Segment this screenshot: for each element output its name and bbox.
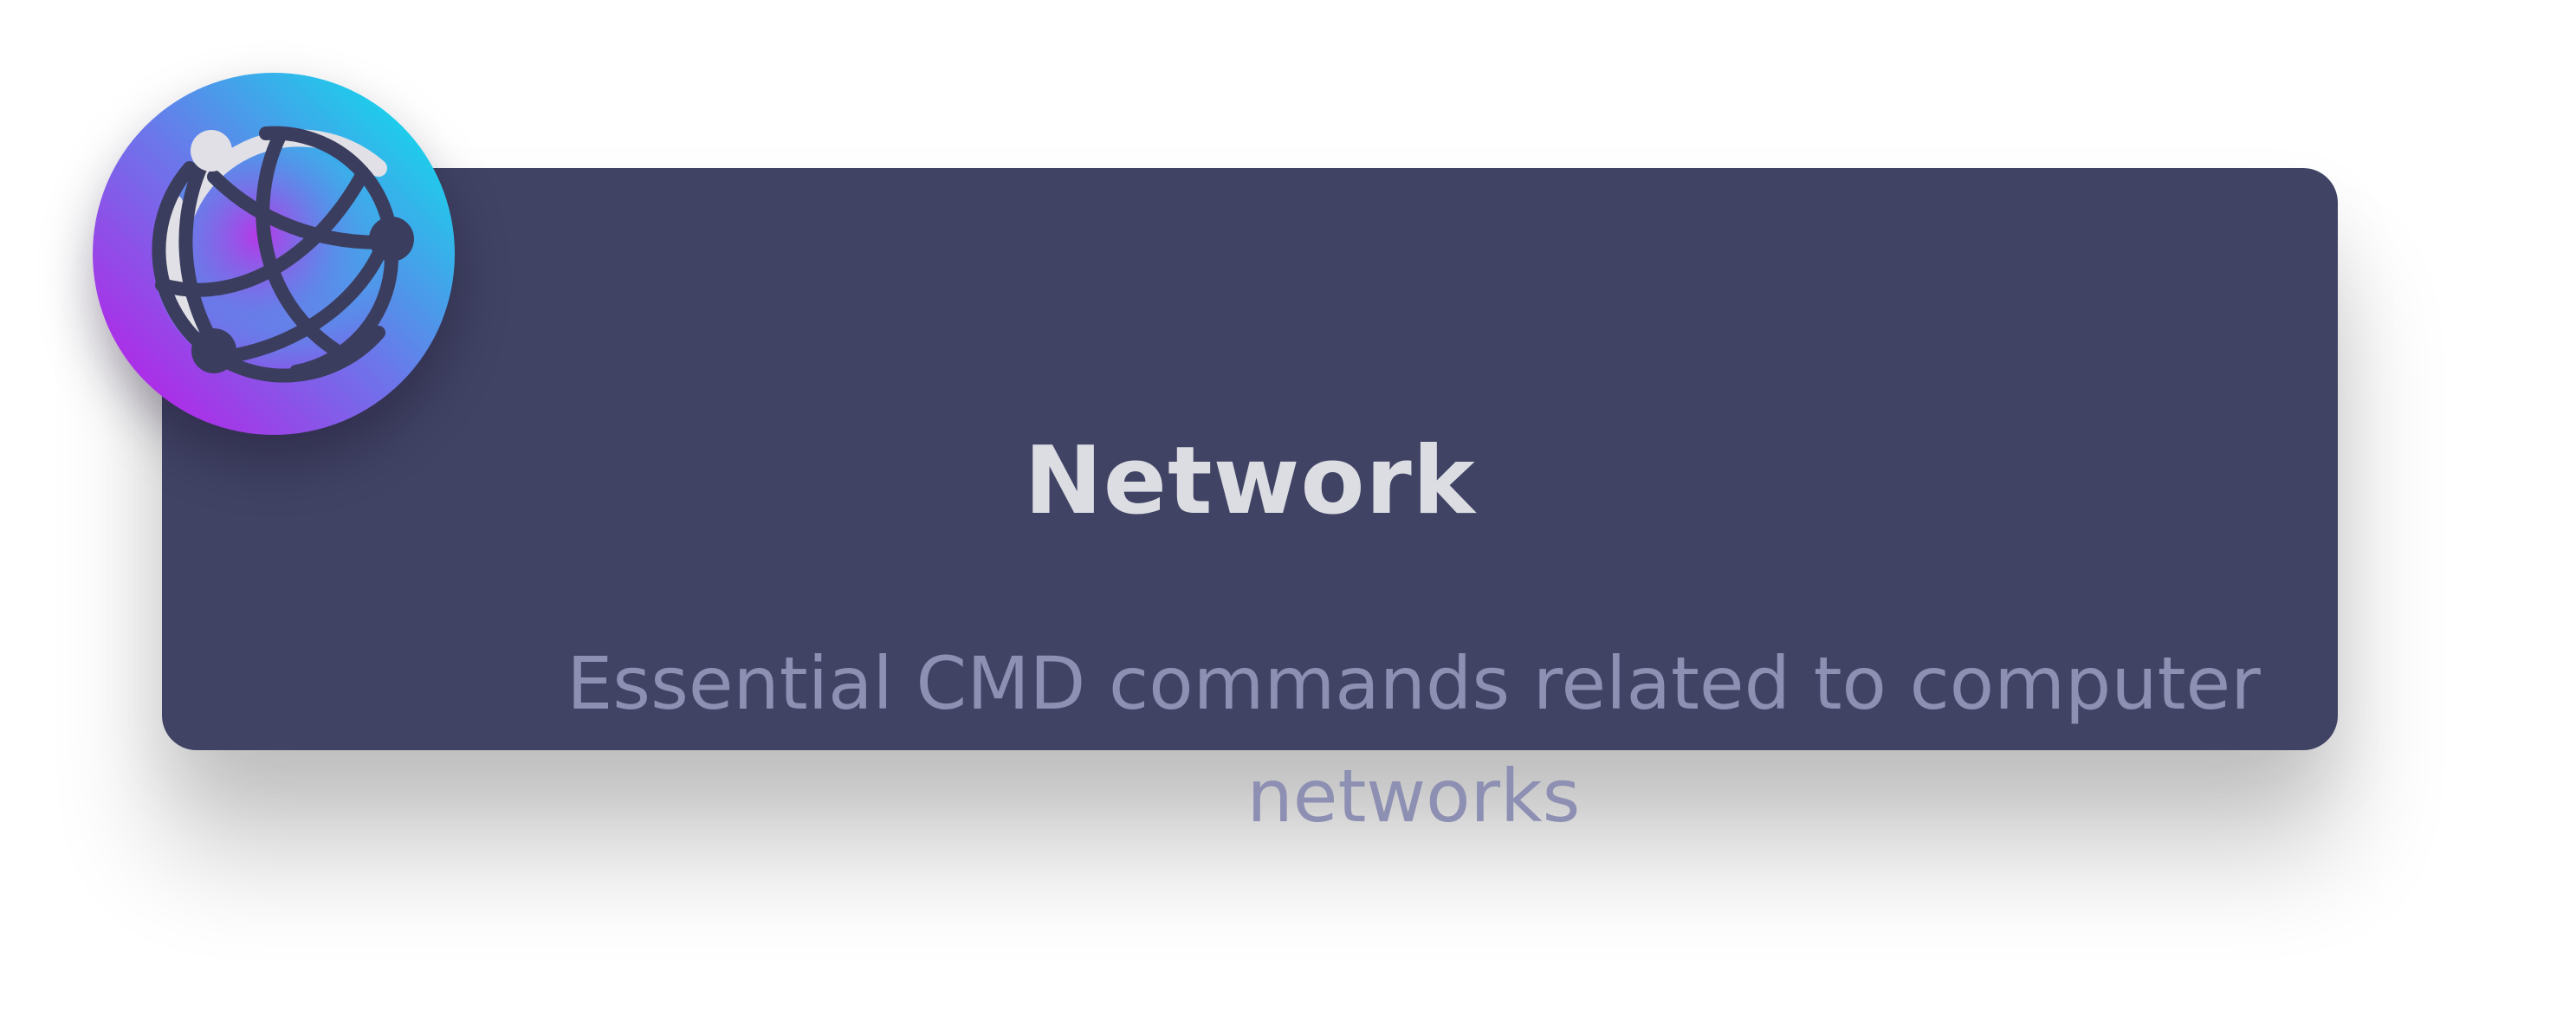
network-node-light bbox=[191, 130, 232, 172]
card-title: Network bbox=[1024, 427, 1476, 535]
globe-network-icon bbox=[93, 73, 455, 435]
card-description: Essential CMD commands related to comput… bbox=[566, 641, 2261, 839]
category-card-network[interactable]: Network Essential CMD commands related t… bbox=[162, 168, 2338, 839]
network-node bbox=[191, 328, 236, 373]
network-node bbox=[369, 217, 414, 262]
